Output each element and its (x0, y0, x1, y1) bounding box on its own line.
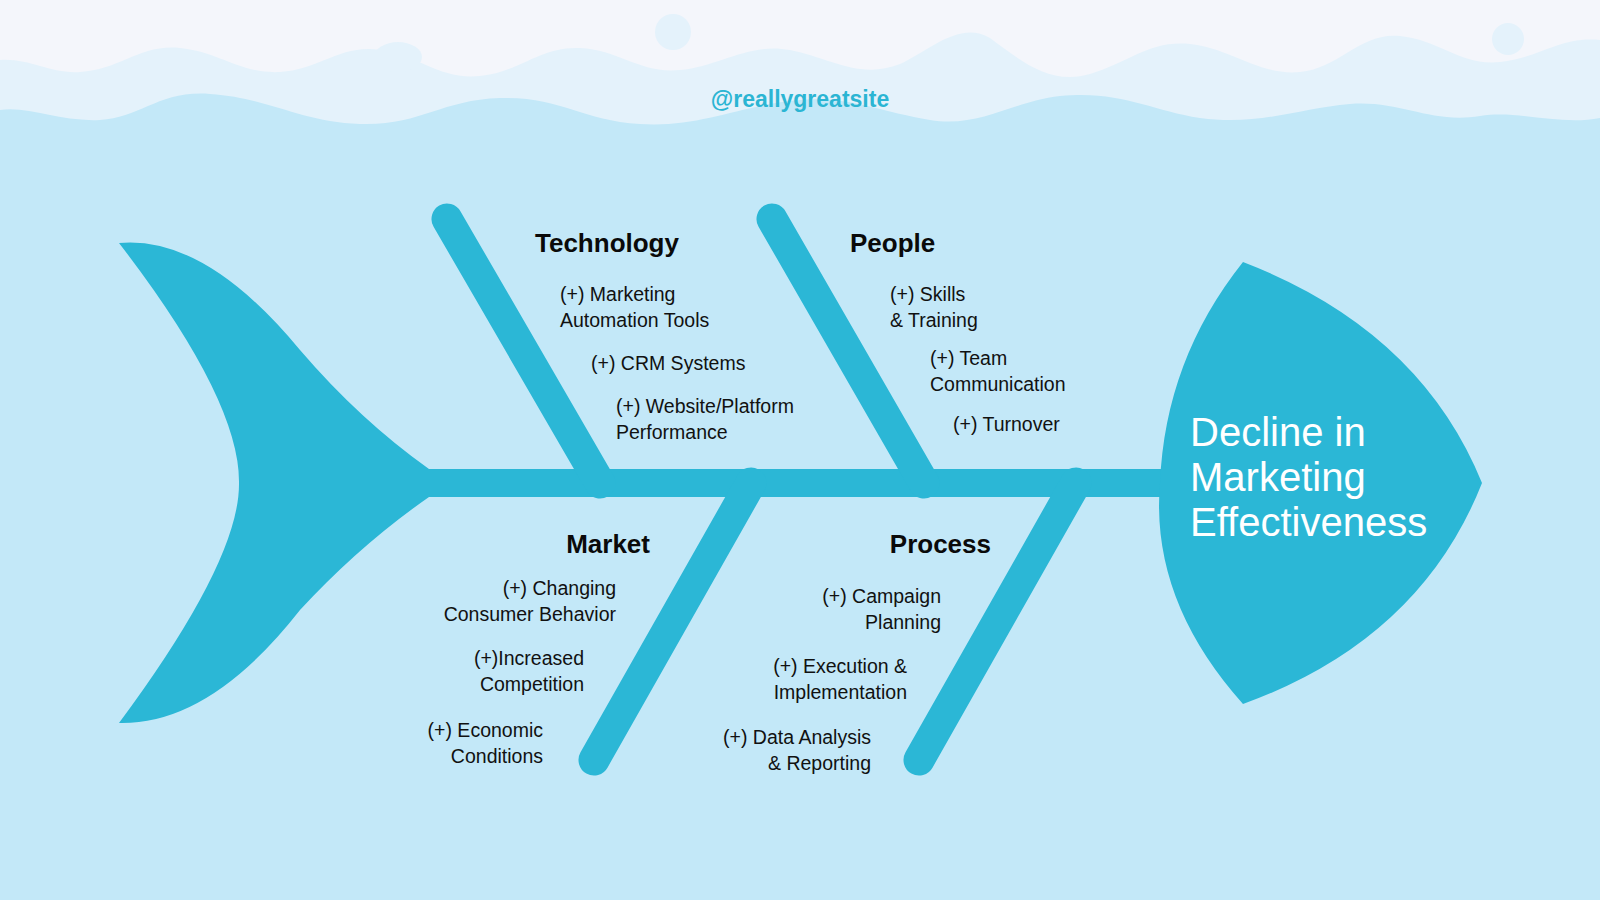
cause-item: (+) Data Analysis & Reporting (713, 725, 871, 776)
fish-bone (447, 219, 600, 483)
fish-bone (919, 483, 1076, 760)
cause-item: (+) Changing Consumer Behavior (436, 576, 616, 627)
bubble (1492, 23, 1524, 55)
bubble (655, 14, 691, 50)
cause-item: (+) Turnover (953, 412, 1103, 438)
category-heading: Technology (535, 228, 755, 258)
cause-item: (+) Website/Platform Performance (616, 394, 806, 445)
fish-tail (119, 242, 429, 723)
watermark: @reallygreatsite (650, 85, 950, 113)
wave-layer (0, 0, 1600, 124)
cause-item: (+) Skills & Training (890, 282, 981, 333)
bubble (374, 42, 422, 72)
cause-item: (+) Execution & Implementation (762, 654, 907, 705)
category-heading: Market (450, 529, 650, 559)
head-shape (1159, 262, 1482, 704)
fish-head: Decline in Marketing Effectiveness (1160, 262, 1482, 704)
fish-bone (772, 219, 924, 483)
cause-item: (+) Campaign Planning (811, 584, 941, 635)
cause-item: (+) Marketing Automation Tools (560, 282, 730, 333)
category-heading: People (850, 228, 1050, 258)
cause-item: (+) Team Communication (930, 346, 1080, 397)
category-heading: Process (791, 529, 991, 559)
wave-crest (0, 0, 1600, 77)
fish-bone (594, 483, 751, 760)
cause-item: (+) Economic Conditions (413, 718, 543, 769)
cause-item: (+) CRM Systems (591, 351, 811, 377)
cause-item: (+)Increased Competition (459, 646, 584, 697)
effect-title: Decline in Marketing Effectiveness (1190, 410, 1460, 545)
